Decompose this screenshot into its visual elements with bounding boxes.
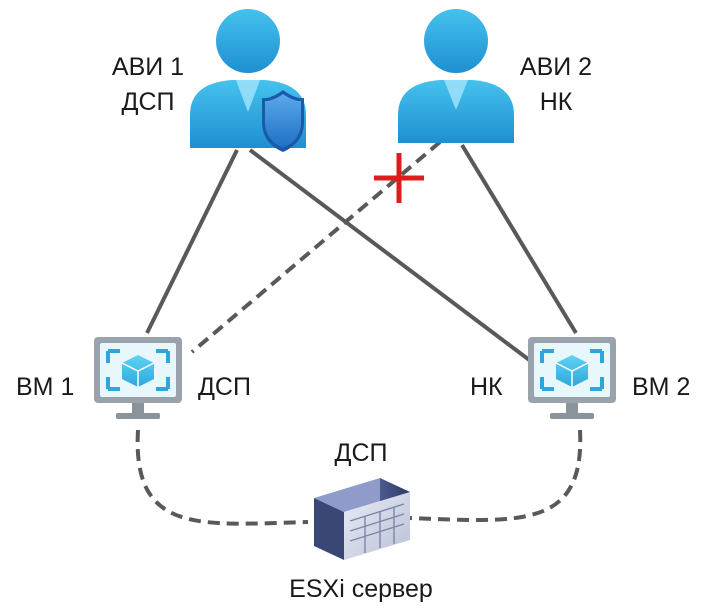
link-avi2-vm2 bbox=[460, 143, 578, 335]
vm2-level-label: НК bbox=[470, 373, 503, 401]
vm1-monitor-icon bbox=[94, 337, 182, 419]
link-vm1-server bbox=[135, 429, 309, 526]
vm2-monitor-icon bbox=[528, 337, 616, 419]
server-icon bbox=[314, 478, 410, 560]
connections bbox=[135, 140, 583, 526]
shield-icon bbox=[262, 90, 304, 152]
link-avi1-vm2 bbox=[248, 148, 534, 364]
link-avi2-vm1-blocked bbox=[190, 140, 442, 354]
vm2-name-label: ВМ 2 bbox=[632, 373, 691, 401]
server-level-label: ДСП bbox=[334, 439, 388, 467]
user2-name-label: АВИ 2 bbox=[519, 53, 593, 81]
link-vm2-server bbox=[407, 429, 583, 523]
link-avi1-vm1 bbox=[145, 149, 239, 334]
user-with-shield-icon bbox=[190, 9, 306, 152]
red-cross-icon bbox=[374, 153, 424, 203]
user1-name-label: АВИ 1 bbox=[111, 53, 185, 81]
user1-level-label: ДСП bbox=[121, 88, 175, 116]
server-name-label: ESXi сервер bbox=[289, 575, 433, 603]
user-icon bbox=[398, 9, 514, 143]
user2-level-label: НК bbox=[539, 88, 573, 116]
vm1-name-label: ВМ 1 bbox=[16, 373, 75, 401]
vm1-level-label: ДСП bbox=[198, 373, 251, 401]
